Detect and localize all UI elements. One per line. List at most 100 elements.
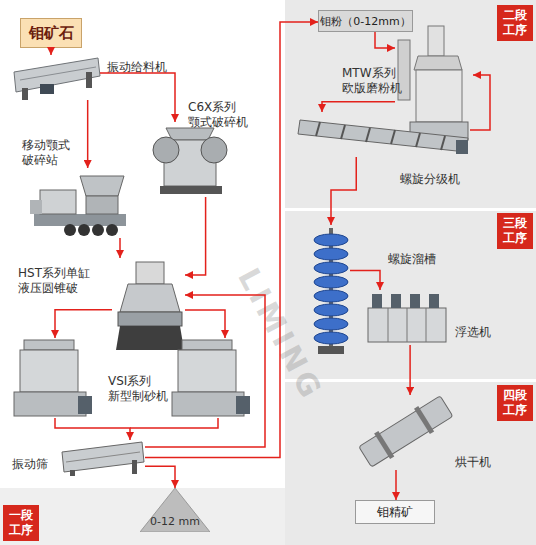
node-title: 钼矿石 <box>21 19 81 47</box>
equipment-label: 移动颚式 破碎站 <box>22 138 74 168</box>
equipment-label: 烘干机 <box>455 455 500 470</box>
truck-conveyor <box>30 200 42 214</box>
mill-pipe <box>428 26 444 56</box>
mill-head <box>414 56 462 70</box>
chute-spiral <box>314 290 348 302</box>
equipment-label: 振动筛 <box>12 457 57 472</box>
node-title: 钼精矿 <box>356 501 434 523</box>
classifier-spiral <box>341 125 345 139</box>
equipment-node: 振动给料机 <box>12 55 100 100</box>
equipment-node: 螺旋分级机 <box>295 112 470 157</box>
flow-arrow <box>470 75 490 130</box>
equipment-node: MTW系列 欧版磨粉机 <box>395 25 473 143</box>
truck-wheel <box>92 224 104 236</box>
flow-arrow <box>100 73 175 122</box>
feeder-motor <box>40 84 54 94</box>
output-box: 钼精矿 <box>355 500 435 524</box>
vsi-motor <box>236 396 250 414</box>
cone-frame <box>116 326 184 350</box>
flow-arrow <box>331 157 356 225</box>
equipment-node: 移动颚式 破碎站 <box>30 168 130 238</box>
screen-line <box>66 452 140 462</box>
feeder-leg <box>22 88 28 100</box>
flow-arrow <box>145 466 175 488</box>
dryer-ring <box>374 431 394 459</box>
chute-spiral <box>314 318 348 330</box>
crusher-base <box>160 186 222 194</box>
feeder-line <box>20 67 96 80</box>
chute-spiral <box>314 332 348 344</box>
crusher-hopper <box>166 128 214 140</box>
classifier-motor <box>456 140 468 154</box>
stage-title: 一段 工序 <box>3 505 39 541</box>
stage-tag: 三段 工序 <box>497 213 533 249</box>
classifier-spiral <box>416 133 420 147</box>
classifier-spiral <box>316 122 320 136</box>
screen-leg <box>132 460 137 474</box>
dryer-ring <box>414 406 434 434</box>
flow-arrow <box>322 102 395 112</box>
stage-title: 二段 工序 <box>497 5 533 41</box>
stage-panel <box>0 488 285 545</box>
mill-body <box>416 70 462 122</box>
feeder-leg <box>86 72 92 88</box>
equipment-node: 浮选机 <box>365 290 447 345</box>
flow-arrow <box>395 470 397 500</box>
flow-arrow <box>119 238 121 258</box>
truck-wheel <box>64 224 76 236</box>
chute-spiral <box>314 248 348 260</box>
feeder-body <box>14 58 100 92</box>
product-pile: 0-12 mm <box>140 488 210 532</box>
stage-tag: 一段 工序 <box>3 505 39 541</box>
crusher-flywheel <box>201 137 227 163</box>
dryer-shell <box>359 396 453 467</box>
flotation-cell <box>388 308 389 342</box>
screen-deck <box>62 442 144 472</box>
chute-spiral <box>314 234 348 246</box>
flotation-cell <box>426 308 427 342</box>
screen-leg <box>70 470 75 476</box>
flow-arrow <box>55 418 130 440</box>
equipment-label: 浮选机 <box>455 325 500 340</box>
vsi-motor <box>78 396 92 414</box>
flow-arrow <box>50 48 52 55</box>
dryer-drum <box>357 393 454 469</box>
flow-line <box>185 310 225 338</box>
classifier-spiral <box>391 130 395 144</box>
flotation-tank <box>368 308 446 342</box>
vsi-body <box>178 350 236 392</box>
equipment-node: HST系列单缸 液压圆锥破 <box>112 258 185 352</box>
classifier-spiral <box>366 128 370 142</box>
node-title: 钼粉（0-12mm） <box>319 11 412 31</box>
equipment-label: HST系列单缸 液压圆锥破 <box>18 266 104 296</box>
chute-base <box>318 346 344 354</box>
vsi-hopper <box>182 340 232 350</box>
cone-ring <box>118 312 182 326</box>
source-box: 钼矿石 <box>20 18 82 48</box>
flotation-motor <box>410 294 420 308</box>
flotation-motor <box>372 294 382 308</box>
equipment-label: 螺旋分级机 <box>400 172 470 187</box>
truck-wheel <box>106 224 118 236</box>
equipment-node: 振动筛 <box>60 440 145 475</box>
stage-panel <box>285 0 536 545</box>
equipment-node: C6X系列 颚式破碎机 <box>158 122 226 197</box>
flow-arrow <box>375 32 395 48</box>
stage-divider <box>285 208 536 211</box>
flow-line <box>130 418 218 428</box>
pile-shape <box>140 488 210 532</box>
input-box: 钼粉（0-12mm） <box>318 10 413 32</box>
cone-body <box>120 284 180 312</box>
truck-crusher <box>40 190 76 214</box>
flotation-motor <box>429 294 439 308</box>
equipment-label: MTW系列 欧版磨粉机 <box>342 66 414 96</box>
stage-title: 四段 工序 <box>497 385 533 421</box>
equipment-label: C6X系列 颚式破碎机 <box>188 100 258 130</box>
flow-arrow <box>55 310 112 338</box>
classifier-spiral <box>441 136 445 150</box>
flotation-motor <box>391 294 401 308</box>
truck-wheel <box>78 224 90 236</box>
chute-spiral <box>314 276 348 288</box>
equipment-node: VSI系列 新型制砂机 <box>10 338 260 418</box>
